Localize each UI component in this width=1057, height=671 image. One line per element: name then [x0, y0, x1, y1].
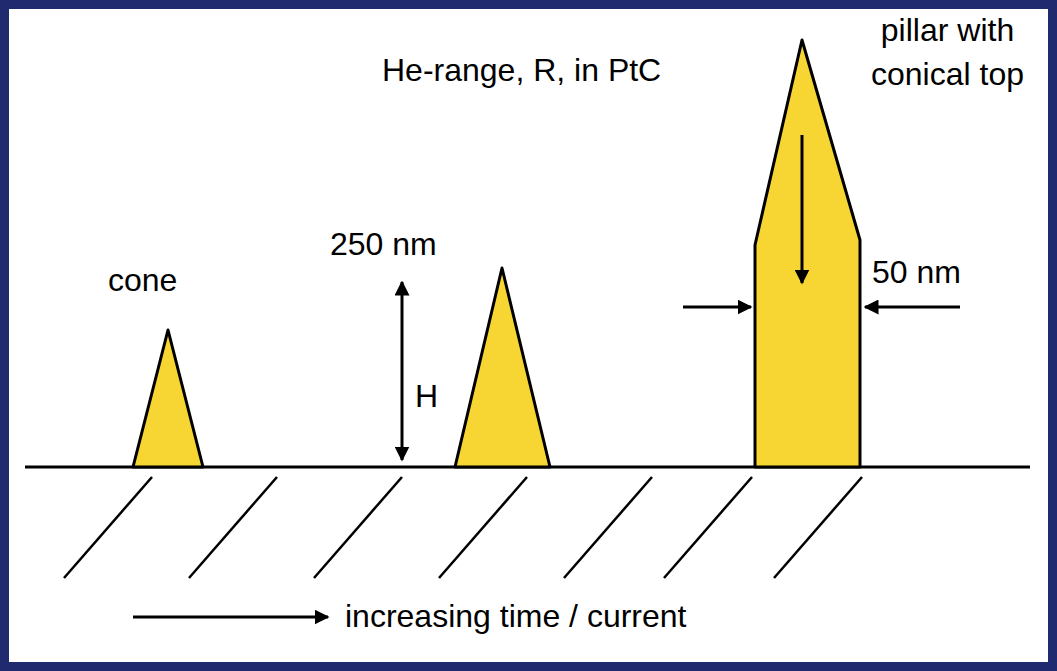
pillar	[755, 40, 860, 467]
width-arrow-left	[683, 306, 751, 309]
time-arrow	[133, 616, 328, 619]
width-arrow-right	[865, 306, 960, 309]
width-value: 50 nm	[872, 254, 961, 291]
small-cone	[133, 330, 203, 467]
hatch-stroke	[564, 477, 652, 578]
pillar-label: pillar with conical top	[850, 8, 1045, 96]
hatch-stroke	[64, 477, 152, 578]
height-symbol: H	[415, 378, 438, 415]
hatch-stroke	[189, 477, 277, 578]
cone-label: cone	[108, 262, 177, 299]
hatch-stroke	[664, 477, 752, 578]
height-value: 250 nm	[330, 226, 437, 263]
hatch-stroke	[314, 477, 402, 578]
hatch-stroke	[439, 477, 527, 578]
axis-label: increasing time / current	[345, 598, 686, 635]
hatch-stroke	[774, 477, 862, 578]
range-label: He-range, R, in PtC	[382, 52, 661, 89]
range-arrow	[801, 135, 804, 283]
large-cone	[455, 268, 550, 467]
background-panel	[9, 9, 1048, 662]
substrate-hatching	[64, 477, 862, 578]
height-arrow	[401, 282, 404, 460]
